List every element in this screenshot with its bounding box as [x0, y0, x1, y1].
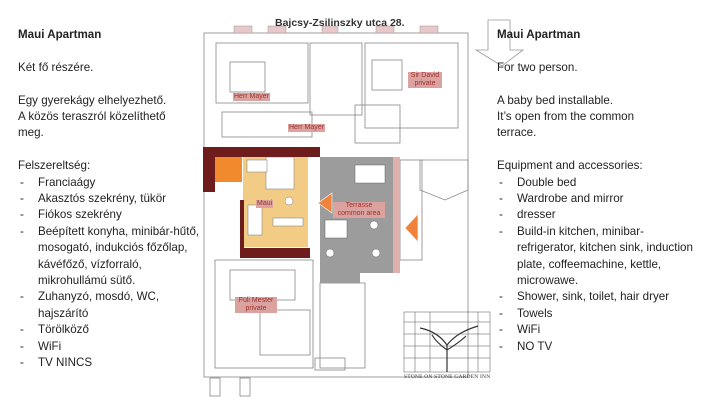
note-line: A baby bed installable.: [497, 93, 614, 107]
street-title: Bajcsy-Zsilinszky utca 28.: [275, 17, 405, 29]
entrance-arrow-maui: [317, 192, 333, 214]
title: Maui Apartman: [18, 28, 102, 41]
equipment-list: Double bed Wardrobe and mirror dresser B…: [497, 175, 697, 356]
list-item: Zuhanyzó, mosdó, WC, hajszárító: [18, 289, 208, 322]
hungarian-description: Maui Apartman Két fő részére. Egy gyerek…: [18, 27, 208, 372]
note-line: It’s open from the common: [497, 110, 635, 123]
capacity: For two person.: [497, 60, 578, 74]
list-item: Beépített konyha, minibár-hűtő, mosogató…: [18, 224, 208, 290]
list-item: dresser: [497, 207, 697, 224]
list-item: NO TV: [497, 339, 697, 356]
list-item: Akasztós szekrény, tükör: [18, 191, 208, 208]
equipment-list: Franciaágy Akasztós szekrény, tükör Fiók…: [18, 175, 208, 372]
label-herr-mayer-2: Herr Mayer: [288, 124, 326, 132]
list-item: WiFi: [497, 322, 697, 339]
title: Maui Apartman: [497, 28, 581, 41]
note-line: meg.: [18, 126, 44, 140]
maui-bathroom: [215, 157, 242, 182]
direction-arrow-icon: [474, 19, 525, 67]
list-item: Towels: [497, 306, 697, 323]
list-item: WiFi: [18, 339, 208, 356]
entrance-arrow-terrace: [404, 213, 419, 243]
list-item: Shower, sink, toilet, hair dryer: [497, 289, 697, 306]
list-item: Wardrobe and mirror: [497, 191, 697, 208]
note-line: A közös teraszról közelíthető: [18, 110, 166, 123]
label-maui: Maui: [256, 200, 274, 208]
list-item: Franciaágy: [18, 175, 208, 192]
note-line: terrace.: [497, 126, 537, 140]
list-item: Törölköző: [18, 322, 208, 339]
equipment-heading: Felszereltség:: [18, 159, 91, 173]
room-sir-david: [364, 42, 459, 129]
list-item: Fiókos szekrény: [18, 207, 208, 224]
note-line: Egy gyerekágy elhelyezhető.: [18, 93, 167, 107]
label-sir-david: Sir David private: [408, 72, 442, 88]
room-herr-mayer: [215, 42, 309, 104]
stone-garden-logo: [403, 311, 491, 373]
equipment-heading: Equipment and accessories:: [497, 159, 643, 173]
logo-text: STONE ON STONE GARDEN INN: [404, 374, 491, 380]
room-fuli-mester: [214, 259, 314, 369]
english-description: Maui Apartman For two person. A baby bed…: [497, 27, 697, 355]
list-item: Build-in kitchen, minibar-refrigerator, …: [497, 224, 697, 290]
list-item: Double bed: [497, 175, 697, 192]
label-terrasse: Terrasse common area: [333, 202, 385, 218]
label-herr-mayer: Herr Mayer: [233, 93, 271, 101]
list-item: TV NINCS: [18, 355, 208, 372]
label-fuli-mester: Füli Mester private: [235, 297, 277, 313]
capacity: Két fő részére.: [18, 60, 94, 74]
